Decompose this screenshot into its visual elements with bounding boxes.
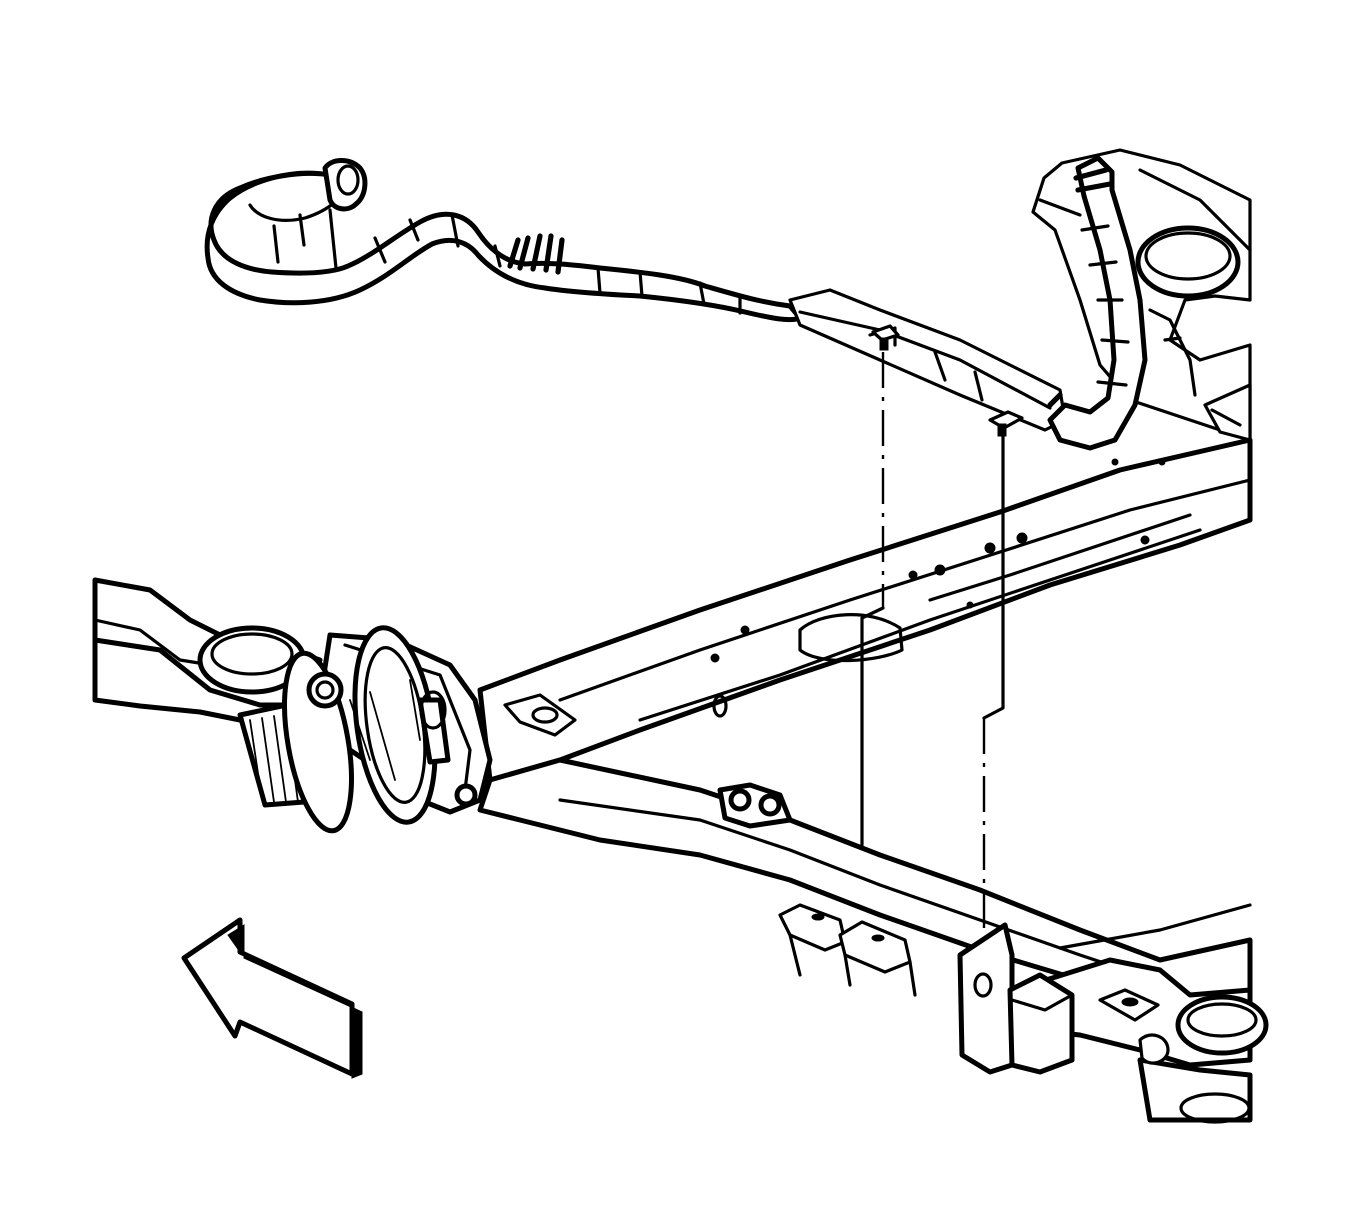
view-direction-arrow <box>181 917 363 1079</box>
radiator-hose-and-bracket <box>204 158 1085 437</box>
alignment-lines <box>860 352 1005 938</box>
upper-hose <box>1047 155 1148 451</box>
mount-bracket <box>957 922 1075 1075</box>
front-crossmember <box>92 437 1269 1124</box>
steering-gear <box>237 625 793 834</box>
